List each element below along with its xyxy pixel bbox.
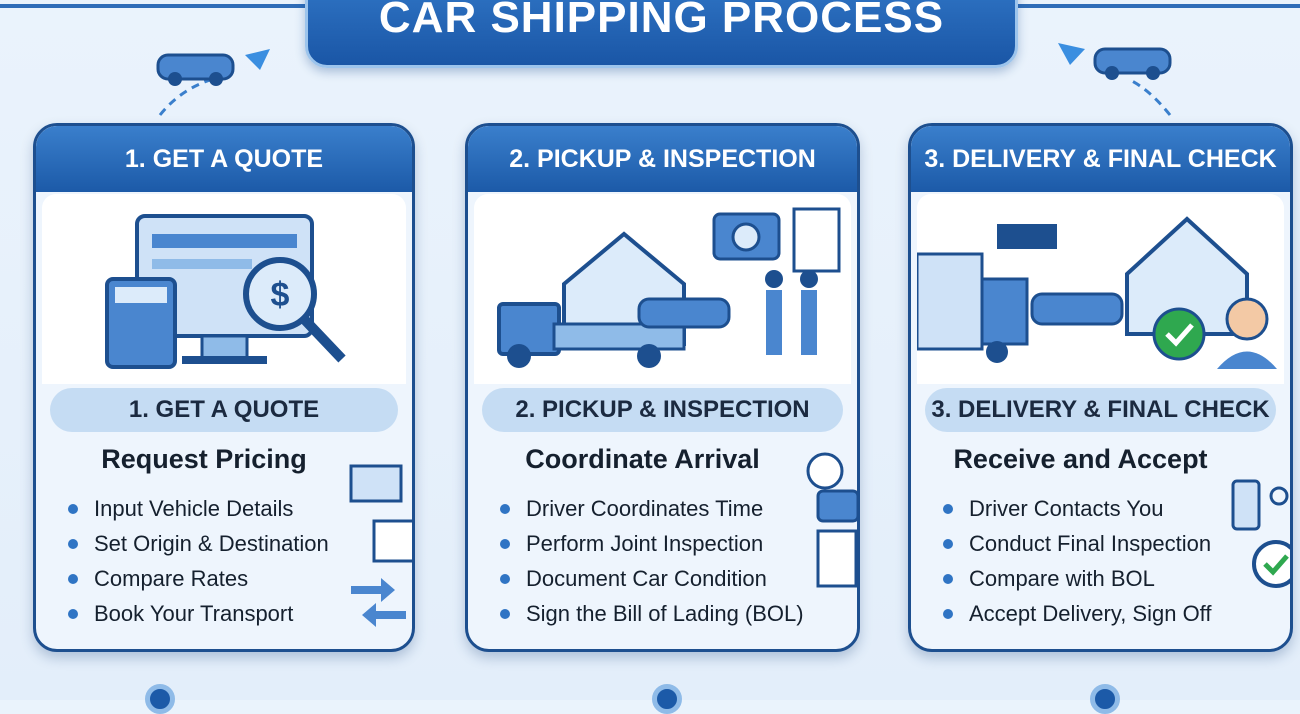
step-pill: 1. GET A QUOTE (50, 388, 398, 432)
computer-calculator-magnifier-icon: $ (105, 214, 346, 369)
step-card-pickup: 2. PICKUP & INSPECTION 2. PICKUP & INSPE… (465, 123, 860, 652)
step-card-delivery: 3. DELIVERY & FINAL CHECK 3. DELIVERY & … (908, 123, 1293, 652)
step-pill: 2. PICKUP & INSPECTION (482, 388, 843, 432)
step-header: 2. PICKUP & INSPECTION (468, 126, 857, 192)
list-item: Sign the Bill of Lading (BOL) (500, 596, 804, 631)
svg-text:$: $ (271, 276, 290, 314)
step-subtitle: Request Pricing (101, 444, 307, 474)
delivery-illustration (915, 194, 1284, 384)
timeline-marker (145, 684, 175, 714)
car-icon (156, 49, 270, 116)
list-item: Accept Delivery, Sign Off (943, 596, 1212, 631)
phone-keys-check-icon (1231, 479, 1290, 588)
car-icon (1058, 43, 1172, 116)
decor-line (0, 4, 310, 8)
truck-keys-house-check-icon (915, 216, 1277, 369)
pickup-illustration (474, 194, 851, 384)
list-item: Compare Rates (68, 561, 329, 596)
list-item: Set Origin & Destination (68, 526, 329, 561)
timeline-marker (1090, 684, 1120, 714)
step-subtitle: Coordinate Arrival (525, 444, 760, 474)
step-card-quote: 1. GET A QUOTE $ 1. GET A QUOTE Request … (33, 123, 415, 652)
quote-illustration: $ (42, 194, 406, 384)
step-subtitle: Receive and Accept (953, 444, 1208, 474)
page-title-banner: CAR SHIPPING PROCESS (305, 0, 1018, 68)
step-header: 1. GET A QUOTE (36, 126, 412, 192)
decor-line (1015, 4, 1300, 8)
step-header: 3. DELIVERY & FINAL CHECK (911, 126, 1290, 192)
list-item: Compare with BOL (943, 561, 1212, 596)
laptop-form-arrows-icon (349, 464, 412, 627)
list-item: Driver Coordinates Time (500, 491, 804, 526)
clock-camera-clipboard-icon (806, 452, 857, 588)
list-item: Input Vehicle Details (68, 491, 329, 526)
step-bullets: Driver Coordinates Time Perform Joint In… (500, 491, 804, 631)
step-bullets: Driver Contacts You Conduct Final Inspec… (943, 491, 1212, 631)
list-item: Conduct Final Inspection (943, 526, 1212, 561)
page-title: CAR SHIPPING PROCESS (378, 0, 945, 42)
list-item: Driver Contacts You (943, 491, 1212, 526)
tow-truck-house-camera-icon (497, 207, 841, 368)
step-pill: 3. DELIVERY & FINAL CHECK (925, 388, 1276, 432)
list-item: Book Your Transport (68, 596, 329, 631)
list-item: Document Car Condition (500, 561, 804, 596)
timeline-marker (652, 684, 682, 714)
list-item: Perform Joint Inspection (500, 526, 804, 561)
step-bullets: Input Vehicle Details Set Origin & Desti… (68, 491, 329, 631)
